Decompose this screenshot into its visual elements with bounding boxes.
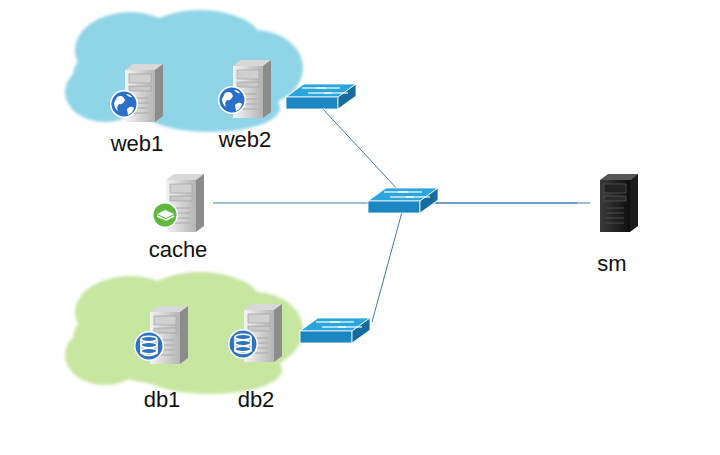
server-node: sm [577,172,647,275]
server-label: db1 [127,388,197,411]
server-icon [132,304,192,366]
server-node: web1 [102,62,172,155]
network-switch [368,188,438,213]
server-icon [148,172,208,234]
server-icon [107,62,167,124]
db-cloud [65,272,303,394]
server-node: web2 [210,58,280,151]
server-label: cache [143,238,213,261]
network-switch [286,84,356,109]
server-node: cache [143,172,213,261]
server-label: sm [577,252,647,275]
server-node: db1 [127,304,197,411]
server-node: db2 [221,302,291,411]
wire [372,212,402,322]
network-switch [300,318,370,343]
web-cloud [65,10,303,132]
server-icon [226,302,286,364]
wire [322,108,400,192]
network-wires [322,108,590,322]
server-icon [215,58,275,120]
server-label: web2 [210,128,280,151]
server-icon [582,172,642,234]
server-label: db2 [221,388,291,411]
server-label: web1 [102,132,172,155]
